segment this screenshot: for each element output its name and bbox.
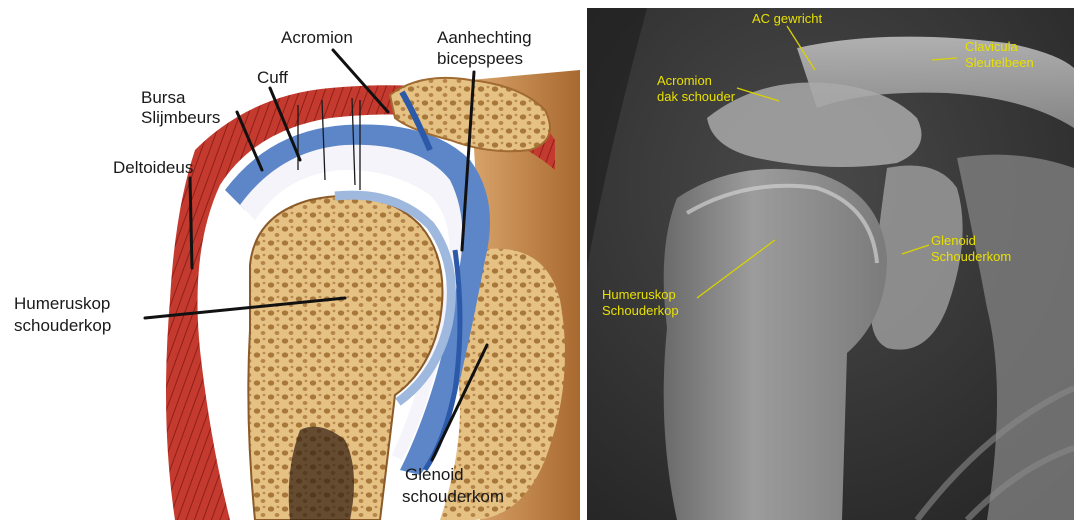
leader-deltoideus — [190, 178, 192, 268]
label-bursa-line2: Slijmbeurs — [141, 108, 220, 127]
label-glenoid-line2: schouderkom — [402, 487, 504, 506]
label-aanhechting-line2: bicepspees — [437, 49, 523, 68]
anatomy-illustration-panel: Acromion Aanhechting bicepspees Cuff Bur… — [0, 0, 580, 520]
xray-label-humeruskop-line1: Humeruskop — [602, 287, 676, 302]
xray-label-humeruskop-line2: Schouderkop — [602, 303, 679, 318]
anatomy-illustration: Acromion Aanhechting bicepspees Cuff Bur… — [0, 0, 580, 520]
label-humeruskop-line1: Humeruskop — [14, 294, 110, 313]
label-cuff: Cuff — [257, 68, 288, 87]
xray-label-glenoid-line2: Schouderkom — [931, 249, 1011, 264]
xray-label-acromion-line2: dak schouder — [657, 89, 736, 104]
label-deltoideus: Deltoideus — [113, 158, 193, 177]
xray-label-glenoid-line1: Glenoid — [931, 233, 976, 248]
label-humeruskop-line2: schouderkop — [14, 316, 111, 335]
label-aanhechting-line1: Aanhechting — [437, 28, 532, 47]
xray-panel: AC gewricht Clavicula Sleutelbeen Acromi… — [587, 8, 1074, 520]
xray-image: AC gewricht Clavicula Sleutelbeen Acromi… — [587, 8, 1074, 520]
xray-label-acromion-line1: Acromion — [657, 73, 712, 88]
xray-label-clavicula-line1: Clavicula — [965, 39, 1019, 54]
xray-label-clavicula-line2: Sleutelbeen — [965, 55, 1034, 70]
xray-label-ac-gewricht: AC gewricht — [752, 11, 822, 26]
label-glenoid-line1: Glenoid — [405, 465, 464, 484]
bone-marrow — [289, 427, 354, 520]
label-acromion: Acromion — [281, 28, 353, 47]
label-bursa-line1: Bursa — [141, 88, 186, 107]
